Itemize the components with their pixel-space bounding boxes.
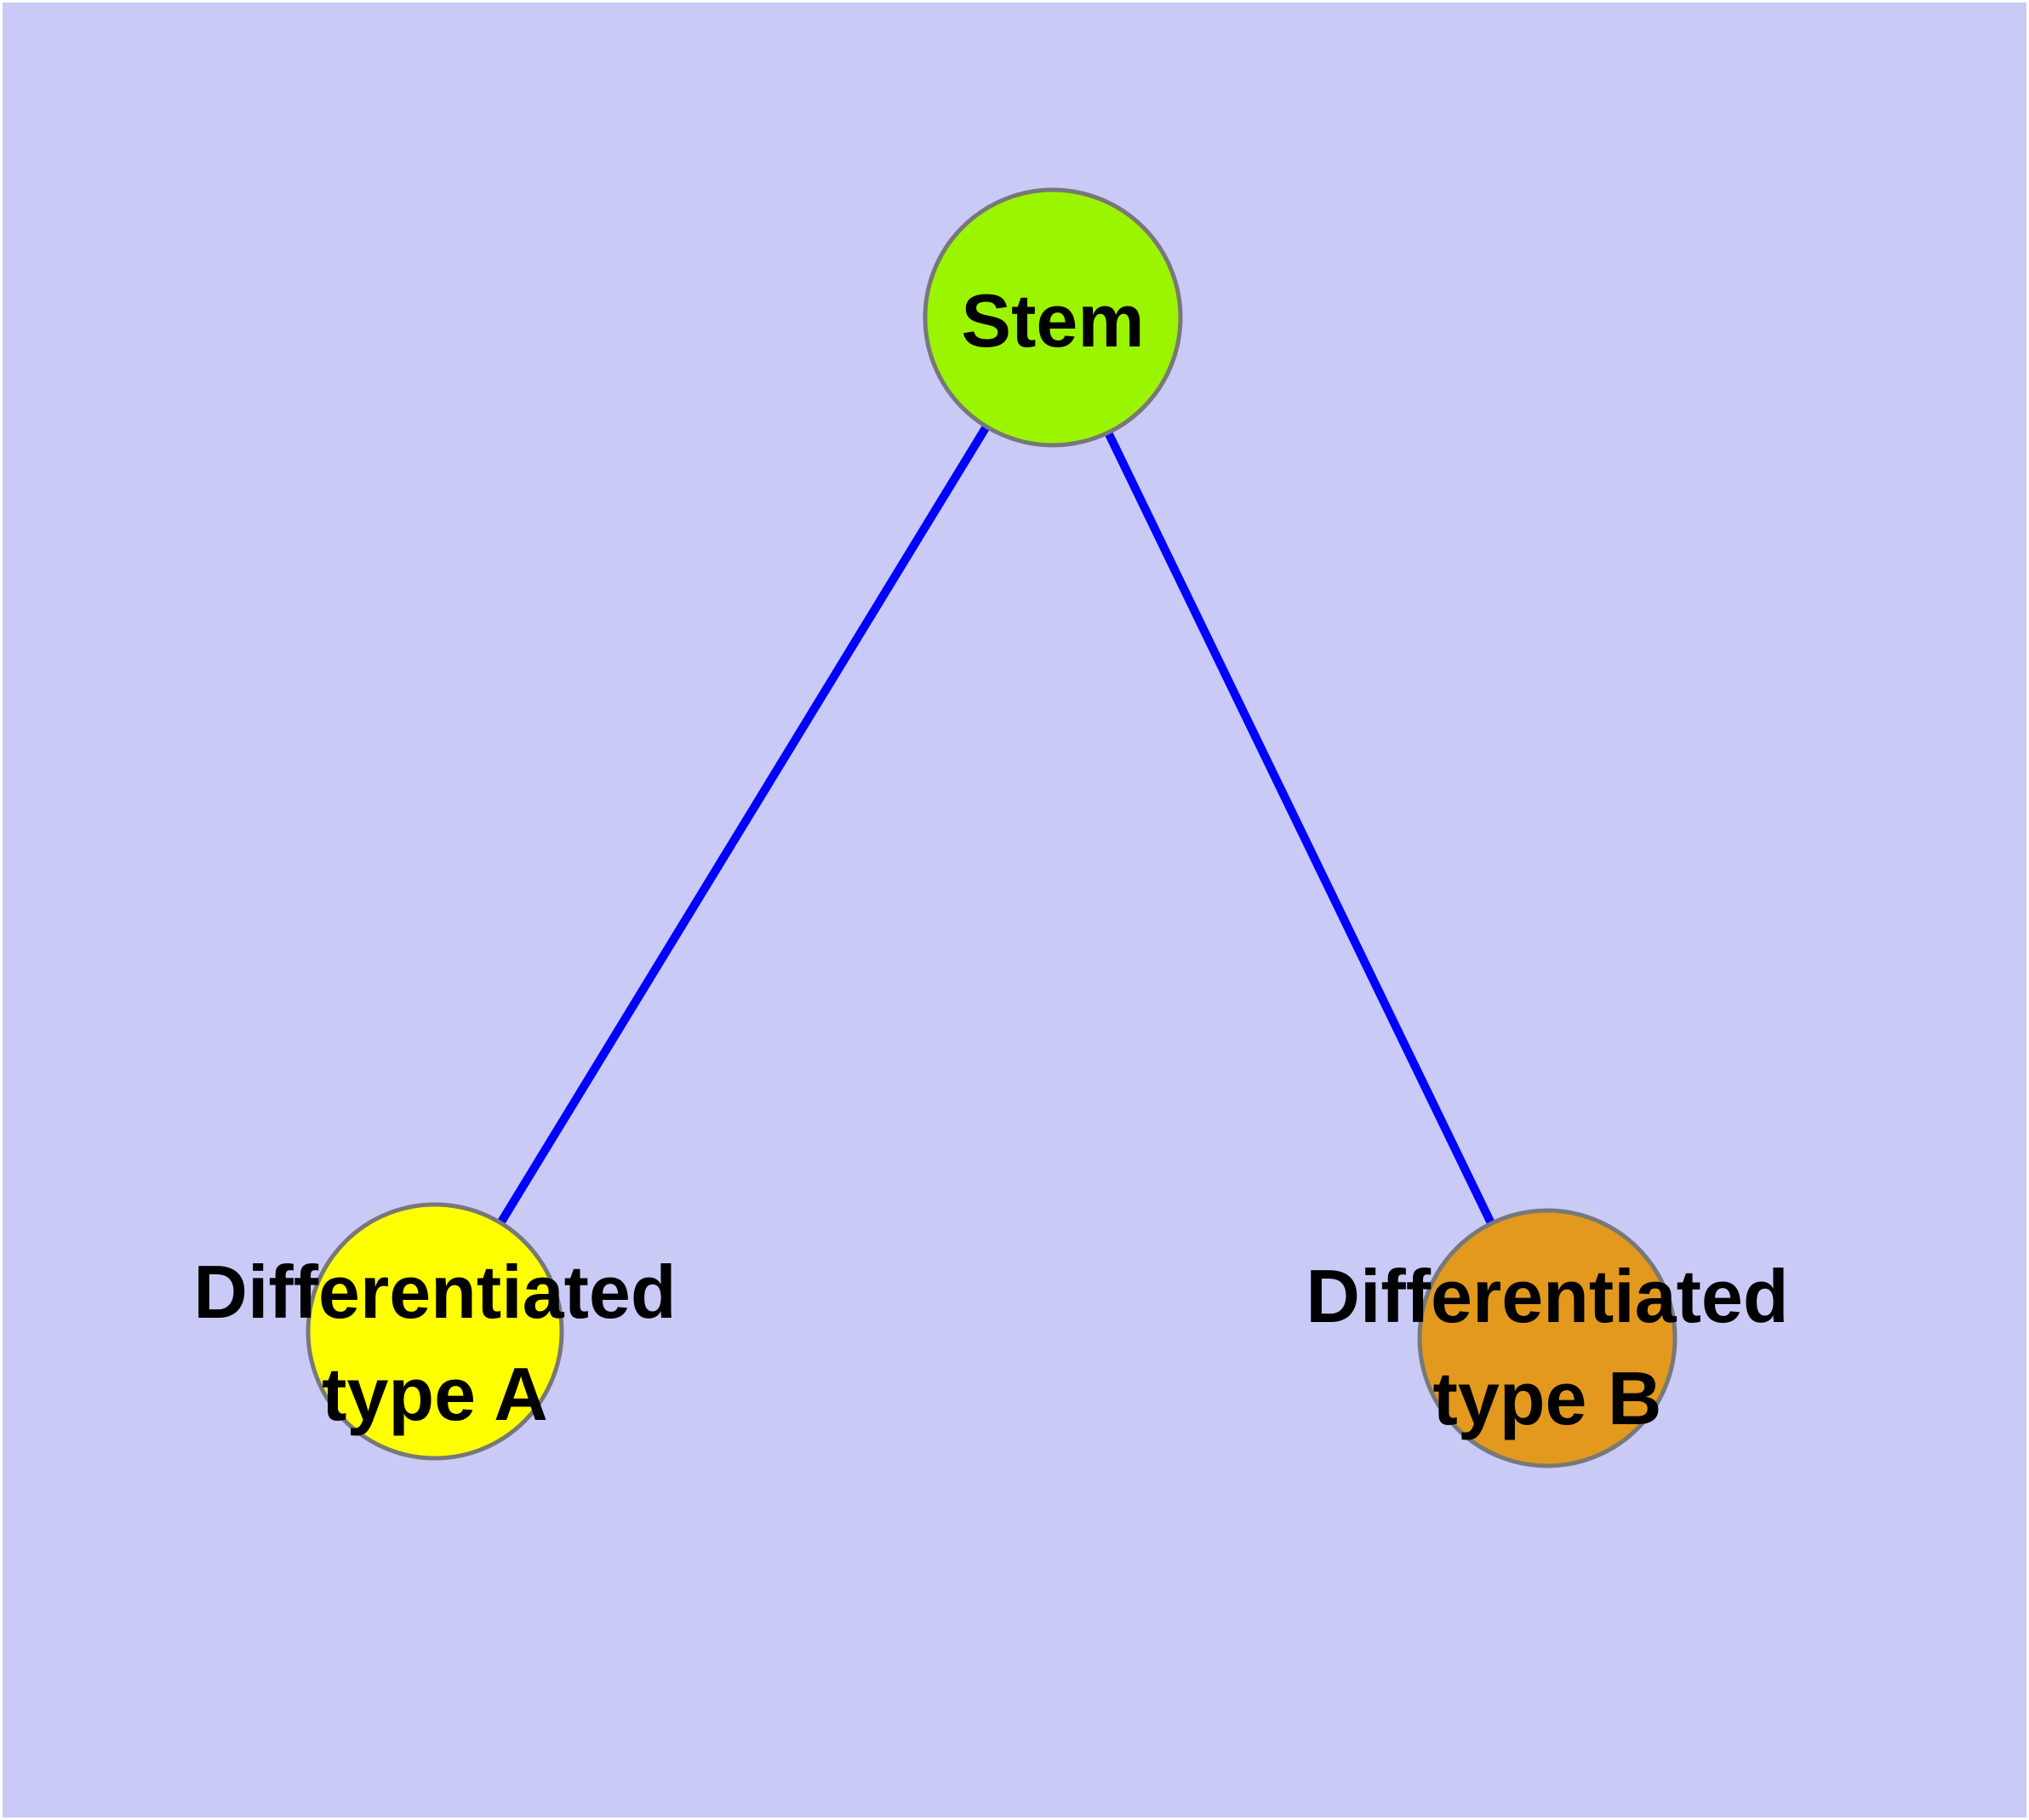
node-type-a-circle: [306, 1202, 564, 1461]
node-type-a-label-line2: type A: [322, 1352, 548, 1436]
node-type-b-label-line1: Differentiated: [1306, 1254, 1788, 1338]
edge-stem-to-type-a: [496, 424, 991, 1226]
node-type-b-label-line2: type B: [1433, 1356, 1662, 1440]
node-type-a-label-line1: Differentiated: [193, 1250, 676, 1334]
node-stem-circle: [923, 187, 1183, 448]
node-type-b-circle: [1417, 1208, 1677, 1468]
edge-stem-to-type-b: [1104, 430, 1495, 1226]
node-stem-label: Stem: [961, 278, 1144, 363]
